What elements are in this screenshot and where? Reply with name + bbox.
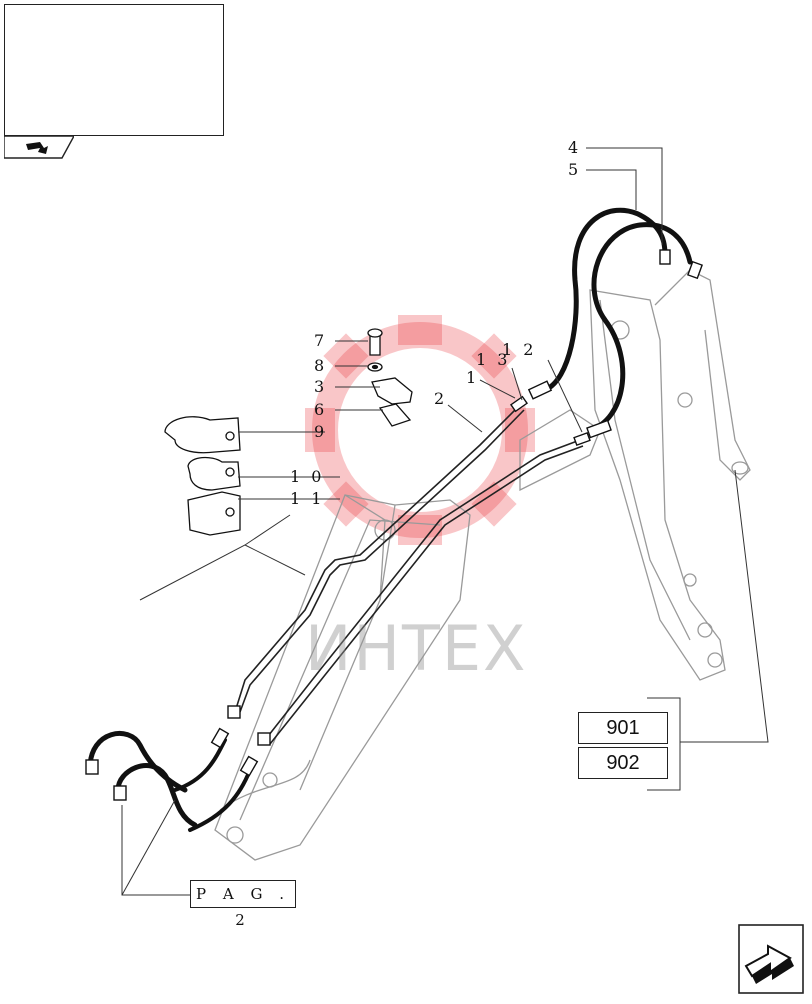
hydraulic-pipes [234,404,584,745]
reference-box-902[interactable]: 902 [578,747,668,779]
callout-6: 6 [314,400,328,419]
page-reference-box[interactable]: P A G . 2 [190,880,296,929]
callout-10: 1 0 [290,467,325,486]
callout-2: 2 [434,389,448,408]
callout-9: 9 [314,422,328,441]
boom-outline [214,409,601,861]
callout-12: 1 2 [502,340,537,359]
backhoe-thumbnail [4,4,224,136]
next-page-arrow-icon [738,924,804,994]
callout-5: 5 [568,160,582,179]
callout-13: 1 3 [476,350,511,369]
fittings [85,249,703,801]
back-arrow-icon [3,135,76,159]
back-nav-tab[interactable] [3,135,76,160]
callout-3: 3 [314,377,328,396]
callout-8: 8 [314,356,328,375]
next-page-button[interactable] [738,924,804,994]
leader-lines [121,147,769,896]
watermark-text: ИНТЕХ [305,612,528,685]
callout-4: 4 [568,138,582,157]
callout-7: 7 [314,331,328,350]
callout-1: 1 [466,368,480,387]
callout-11: 1 1 [290,489,325,508]
watermark-logo [312,322,528,538]
clamp-parts [164,328,413,536]
reference-box-901[interactable]: 901 [578,712,668,744]
